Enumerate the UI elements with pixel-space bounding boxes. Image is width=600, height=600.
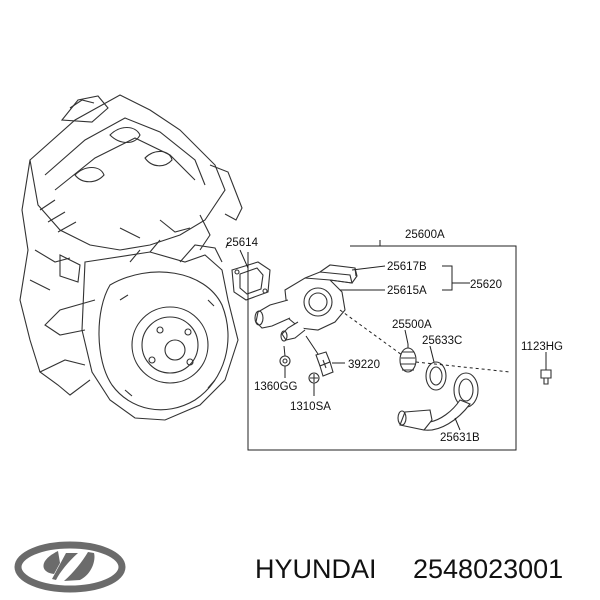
label-1360GG: 1360GG [254,381,298,393]
washer-1360GG [279,355,291,367]
leader-1360GG-up [283,345,286,357]
leader-25631B [454,417,461,431]
label-25500A: 25500A [392,319,432,331]
leader-25614 [225,241,229,249]
leader-39220-housing [305,335,319,355]
leader-25633C [429,345,435,363]
label-25615A: 25615A [387,285,427,297]
label-25600A: 25600A [405,229,445,241]
bolt-1123HG [540,369,552,385]
temperature-sensor-39220 [315,351,334,377]
gasket-25633C [425,361,447,391]
label-25633C: 25633C [422,335,462,347]
leader-25500A [404,329,409,345]
water-inlet-fitting-25631B [397,372,479,431]
label-25614: 25614 [226,237,259,249]
leader-25614b [239,249,249,269]
thermostat-housing [254,264,358,342]
bolt-1310SA [308,372,320,384]
hyundai-logo-icon [14,541,126,593]
label-25620: 25620 [470,279,502,291]
brand-name: HYUNDAI [255,554,377,584]
centerline-1 [339,309,403,356]
engine-block-illustration [19,94,243,421]
label-1310SA: 1310SA [290,401,331,413]
leader-25617B [351,265,386,271]
gasket-25614 [231,261,271,301]
label-1123HG: 1123HG [521,341,563,353]
centerline-2 [415,361,511,373]
label-25617B: 25617B [387,261,427,273]
label-25631B: 25631B [440,432,480,444]
part-number: 2548023001 [413,554,563,584]
label-39220: 39220 [348,359,380,371]
parts-group-frame [247,245,517,451]
bracket-25620 [442,265,453,291]
thermostat-25500A [399,344,417,373]
